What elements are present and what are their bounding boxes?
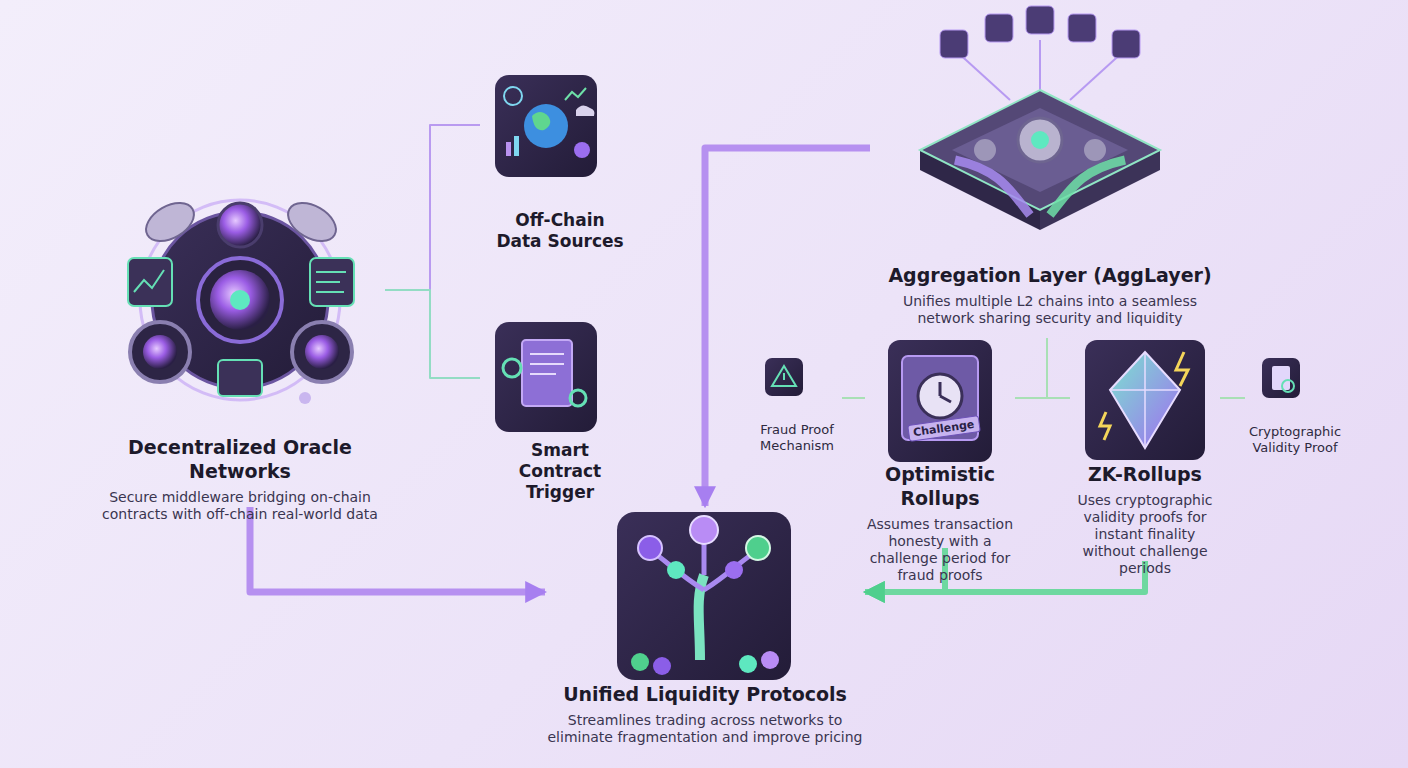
trigger-node: Smart Contract Trigger xyxy=(480,318,640,483)
connector-arrow xyxy=(1015,338,1047,398)
connector-arrow xyxy=(865,548,945,592)
connector-arrow xyxy=(1047,338,1070,398)
node-title: Smart Contract Trigger xyxy=(490,440,630,503)
node-description: Streamlines trading across networks to e… xyxy=(545,712,865,746)
node-title: Fraud Proof Mechanism xyxy=(753,422,841,454)
zk-rollup-icon xyxy=(1085,340,1205,460)
validity-proof-icon xyxy=(1262,358,1300,398)
node-description: Secure middleware bridging on-chain cont… xyxy=(95,489,385,523)
proof-node: Cryptographic Validity Proof xyxy=(1245,352,1345,457)
node-title: Off-Chain Data Sources xyxy=(495,210,625,252)
liquidity-tree-icon xyxy=(617,512,791,680)
agglayer-illustration xyxy=(920,6,1160,230)
node-title: Decentralized Oracle Networks xyxy=(95,435,385,483)
aggregation-node: Aggregation Layer (AggLayer) Unifies mult… xyxy=(870,8,1230,338)
node-title: ZK-Rollups xyxy=(1070,462,1220,486)
node-title: Unified Liquidity Protocols xyxy=(545,682,865,706)
connector-arrow xyxy=(385,125,480,290)
connector-arrow xyxy=(385,290,480,378)
proof-node: Fraud Proof Mechanism xyxy=(752,352,842,457)
data-source-node: Off-Chain Data Sources xyxy=(480,70,640,252)
node-description: Uses cryptographic validity proofs for i… xyxy=(1070,492,1220,577)
badge-label: Challenge xyxy=(907,415,980,442)
connector-arrow xyxy=(705,148,870,506)
liquidity-node: Unified Liquidity ProtocolsStreamlines t… xyxy=(545,506,865,746)
oracle-illustration xyxy=(128,195,354,404)
data-sources-icon xyxy=(495,75,597,177)
node-title: Cryptographic Validity Proof xyxy=(1245,424,1345,456)
rollup-node: ZK-RollupsUses cryptographic validity pr… xyxy=(1070,336,1220,561)
fraud-proof-icon xyxy=(765,358,803,396)
node-description: Assumes transaction honesty with a chall… xyxy=(865,516,1015,584)
node-description: Unifies multiple L2 chains into a seamle… xyxy=(875,293,1225,327)
optimistic-rollup-icon xyxy=(888,340,992,462)
connector-arrow xyxy=(1220,397,1245,399)
node-title: Optimistic Rollups xyxy=(865,462,1015,510)
smart-contract-icon xyxy=(495,322,597,432)
node-title: Aggregation Layer (AggLayer) xyxy=(875,263,1225,287)
connector-arrow xyxy=(842,397,865,399)
connector-arrow xyxy=(250,507,545,592)
rollup-node: Optimistic RollupsAssumes transaction ho… xyxy=(865,336,1015,548)
connector-arrow xyxy=(865,561,1145,592)
oracle-node: Decentralized Oracle NetworksSecure midd… xyxy=(95,195,385,507)
